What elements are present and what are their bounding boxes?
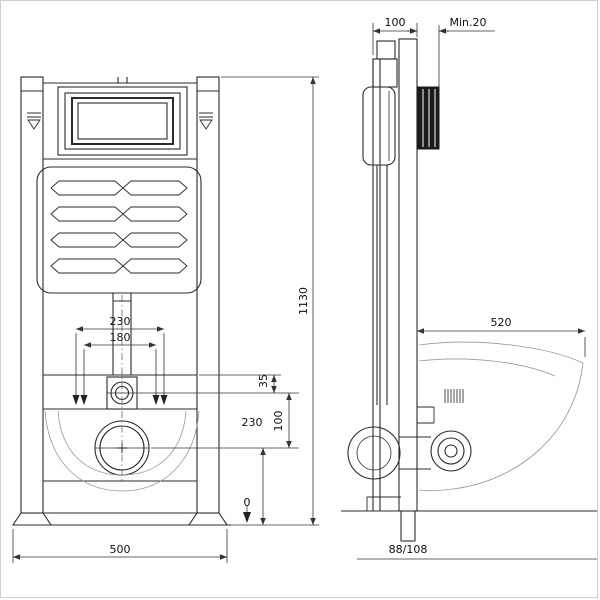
dim-outlet-pipe-diameter: 88/108	[389, 543, 428, 556]
dimension-labels: 230 180 35 230 100 0 500 1130 100 Min.20…	[110, 16, 512, 556]
cistern	[36, 166, 202, 294]
dim-floor-level: 0	[244, 496, 251, 509]
pan-outline-front	[44, 410, 200, 492]
dim-frame-depth: 100	[385, 16, 406, 29]
floor-level-arrow	[243, 512, 251, 523]
cistern-rib-pattern	[50, 180, 188, 274]
dim-bend-to-outlet: 100	[272, 411, 285, 432]
pan-outline-side	[418, 341, 584, 492]
side-foot	[366, 496, 401, 511]
outlet-flange	[430, 430, 472, 472]
dim-fixing-spread-outer: 230	[110, 315, 131, 328]
cistern-side	[362, 86, 396, 166]
flush-panel	[57, 86, 188, 156]
mounting-rail-side	[398, 38, 418, 512]
dim-pan-projection: 520	[491, 316, 512, 329]
left-rail	[20, 76, 44, 514]
dim-overall-height: 1130	[297, 287, 310, 315]
wall-bracket	[417, 406, 435, 424]
front-view-frame	[11, 76, 231, 526]
anchor-bolt-hatch	[444, 389, 464, 403]
dim-fixing-spread-inner: 180	[110, 331, 131, 344]
outlet-pipe-below-floor	[400, 511, 416, 542]
bolt-position-arrows	[72, 395, 251, 523]
side-view-frame	[341, 38, 597, 542]
dim-outlet-center-height: 230	[242, 416, 263, 429]
dim-flush-bend-offset: 35	[257, 374, 270, 388]
wall-section-hatched	[416, 86, 440, 150]
left-foot	[11, 512, 53, 526]
dim-overall-width: 500	[110, 543, 131, 556]
rail-clip-symbols	[27, 112, 213, 130]
dim-wall-thickness-min: Min.20	[449, 16, 486, 29]
dimension-lines	[12, 23, 597, 563]
right-foot	[187, 512, 229, 526]
p-trap	[347, 426, 431, 480]
